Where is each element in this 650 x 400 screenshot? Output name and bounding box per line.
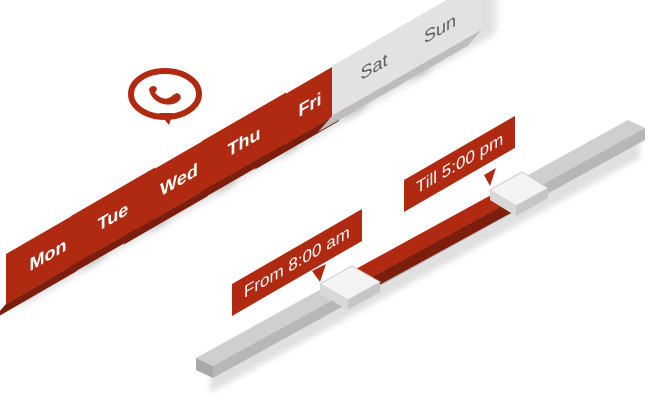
phone-icon [128, 68, 202, 125]
slider-handle-till[interactable] [489, 171, 549, 216]
slider-range-fill [343, 182, 531, 284]
slider-handle-from[interactable] [318, 265, 382, 310]
